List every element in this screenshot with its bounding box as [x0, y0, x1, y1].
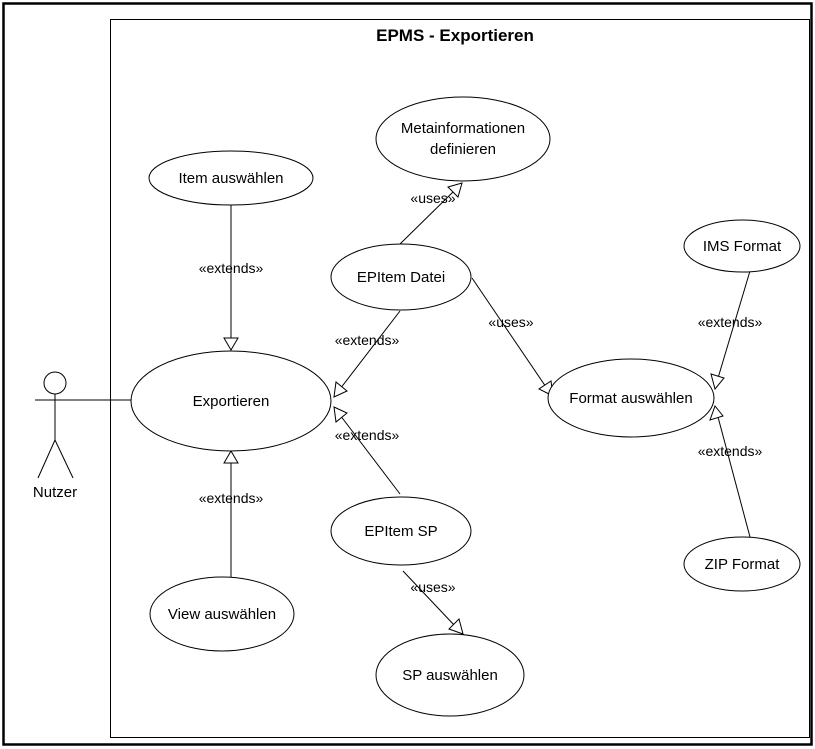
arrowhead-datei-extends [333, 381, 348, 398]
use-case-ellipse [683, 219, 801, 273]
use-case-view-auswaehlen[interactable]: View auswählen [149, 576, 295, 652]
use-case-epitem-datei[interactable]: EPItem Datei [330, 243, 472, 311]
arrowhead-ims-extends [710, 373, 725, 391]
use-case-ellipse [330, 496, 472, 566]
arrowhead-sp-uses-sp [448, 618, 464, 635]
arrowhead-zip-extends [709, 404, 724, 421]
use-case-label: Item auswählen [178, 170, 283, 187]
label-datei-uses-format: «uses» [488, 314, 533, 330]
use-case-ellipse [148, 150, 314, 206]
arrowhead-sp-extends [333, 406, 348, 423]
use-case-label: Format auswählen [569, 390, 692, 407]
label-ims-extends: «extends» [698, 314, 763, 330]
relation-line-datei-uses-format [471, 277, 547, 388]
label-datei-extends: «extends» [335, 332, 400, 348]
use-case-label: SP auswählen [402, 667, 498, 684]
label-item-extends: «extends» [199, 260, 264, 276]
relation-line-ims-extends [717, 270, 751, 379]
arrowhead-datei-uses-meta [447, 182, 463, 198]
actor-label: Nutzer [33, 484, 77, 501]
use-case-ellipse [149, 576, 295, 652]
diagram-title: EPMS - Exportieren [376, 26, 534, 45]
actor-head [43, 371, 67, 395]
use-case-label: IMS Format [703, 238, 782, 255]
actor-right-leg [54, 439, 74, 479]
use-case-ellipse [375, 633, 525, 717]
relation-line-datei-extends [339, 310, 401, 390]
label-zip-extends: «extends» [698, 443, 763, 459]
arrowhead-item-extends [223, 337, 239, 351]
actor-nutzer[interactable]: Nutzer [33, 371, 132, 501]
label-sp-extends: «extends» [335, 427, 400, 443]
use-case-ellipse [683, 536, 801, 592]
use-case-item-auswaehlen[interactable]: Item auswählen [148, 150, 314, 206]
arrowhead-view-extends [223, 450, 239, 464]
use-case-zip-format[interactable]: ZIP Format [683, 536, 801, 592]
relation-line-sp-uses-sp [402, 570, 456, 627]
use-case-label-line1: Metainformationen [401, 120, 525, 137]
use-case-format-auswaehlen[interactable]: Format auswählen [547, 358, 715, 438]
use-case-label: EPItem Datei [357, 269, 445, 286]
relation-line-zip-extends [717, 416, 751, 538]
use-case-metainformationen-definieren[interactable]: Metainformationen definieren [375, 96, 551, 182]
use-case-epitem-sp[interactable]: EPItem SP [330, 496, 472, 566]
label-view-extends: «extends» [199, 490, 264, 506]
label-sp-uses-sp: «uses» [410, 579, 455, 595]
use-case-label: ZIP Format [705, 556, 781, 573]
use-case-ellipse [547, 358, 715, 438]
use-case-sp-auswaehlen[interactable]: SP auswählen [375, 633, 525, 717]
use-case-ellipse [330, 243, 472, 311]
use-case-ellipse [375, 96, 551, 182]
use-case-label: View auswählen [168, 606, 276, 623]
actor-left-leg [37, 439, 56, 479]
use-case-label: Exportieren [193, 393, 270, 410]
use-case-label: EPItem SP [364, 523, 437, 540]
label-datei-uses-meta: «uses» [410, 190, 455, 206]
use-case-ims-format[interactable]: IMS Format [683, 219, 801, 273]
use-case-ellipse [130, 350, 332, 452]
relations: «extends» «extends» «extends» «extends» … [199, 182, 763, 635]
relation-line-datei-uses-meta [399, 190, 455, 245]
use-case-label-line2: definieren [430, 141, 496, 158]
use-case-exportieren[interactable]: Exportieren [130, 350, 332, 452]
relation-line-sp-extends [339, 414, 401, 495]
